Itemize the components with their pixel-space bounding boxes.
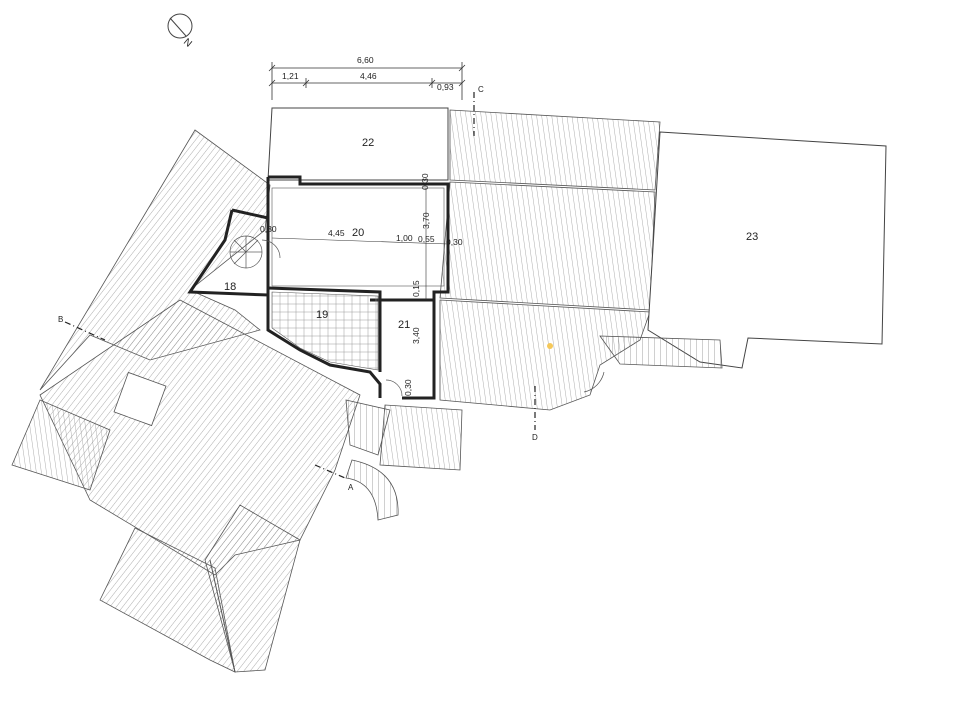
dim-part-1: 1,21	[282, 71, 299, 81]
south-stair	[345, 459, 399, 521]
room-20-wall-left: 0,30	[260, 224, 277, 234]
deck-step	[379, 404, 463, 471]
left-roof-ridge-piece	[204, 504, 301, 673]
north-arrow-circle	[167, 13, 193, 39]
door-swing-23	[583, 371, 605, 393]
room-20-dim-line	[271, 237, 449, 245]
room-18-label: 18	[224, 281, 236, 293]
room-21-depth: 3,40	[411, 327, 421, 344]
building-walls	[187, 175, 450, 400]
room-21-label: 21	[398, 319, 410, 331]
room-20-depth: 3,70	[421, 212, 431, 229]
north-label: N	[181, 37, 194, 50]
room-18-wall	[187, 208, 270, 297]
spiral-stair	[229, 235, 263, 269]
room-20-outer-wall	[268, 175, 450, 400]
door-swing-21	[385, 379, 403, 397]
room-19-label: 19	[316, 309, 328, 321]
door-swings	[261, 239, 605, 397]
door-swing-20	[261, 239, 281, 259]
room-22-outline	[267, 107, 449, 181]
room-20-wall-right: 0,30	[446, 237, 463, 247]
left-roof	[11, 129, 361, 673]
roof-ridge-line	[209, 559, 236, 673]
room-23-outline	[647, 131, 887, 369]
roof-skylight	[113, 371, 167, 427]
interior-partition	[267, 286, 382, 372]
section-a-label: A	[348, 483, 354, 492]
room-19-tiles	[271, 291, 379, 371]
north-arrow-needle	[169, 17, 187, 37]
dim-part-2: 4,46	[360, 71, 377, 81]
section-lines	[64, 92, 536, 479]
section-d-label: D	[532, 433, 538, 442]
room-20-width: 4,45	[328, 228, 345, 238]
room-20-wall-top: 0,30	[420, 173, 430, 190]
room-20-floor	[271, 187, 445, 287]
room-22-label: 22	[362, 137, 374, 149]
deck-upper	[449, 109, 661, 191]
room-23-label: 23	[746, 231, 758, 243]
section-c-label: C	[478, 85, 484, 94]
top-dimension-chain	[268, 62, 466, 100]
room-20-label: 20	[352, 227, 364, 239]
section-a-line	[314, 464, 346, 479]
section-b-label: B	[58, 315, 63, 324]
central-deck	[379, 109, 661, 471]
room-21-wall-bottom: 0,30	[403, 379, 413, 396]
room-20-gap: 0,55	[418, 234, 435, 244]
room-19-wall	[266, 295, 382, 398]
north-arrow: N	[167, 13, 194, 50]
entry-stair	[345, 399, 391, 456]
room-21-wall-top: 0,15	[411, 280, 421, 297]
left-roof-wing	[11, 399, 111, 491]
dim-total: 6,60	[357, 55, 374, 65]
deck-light-marker	[547, 343, 553, 349]
dim-part-3: 0,93	[437, 82, 454, 92]
deck-middle	[439, 181, 656, 311]
room-20-door: 1,00	[396, 233, 413, 243]
east-stair	[599, 335, 723, 369]
